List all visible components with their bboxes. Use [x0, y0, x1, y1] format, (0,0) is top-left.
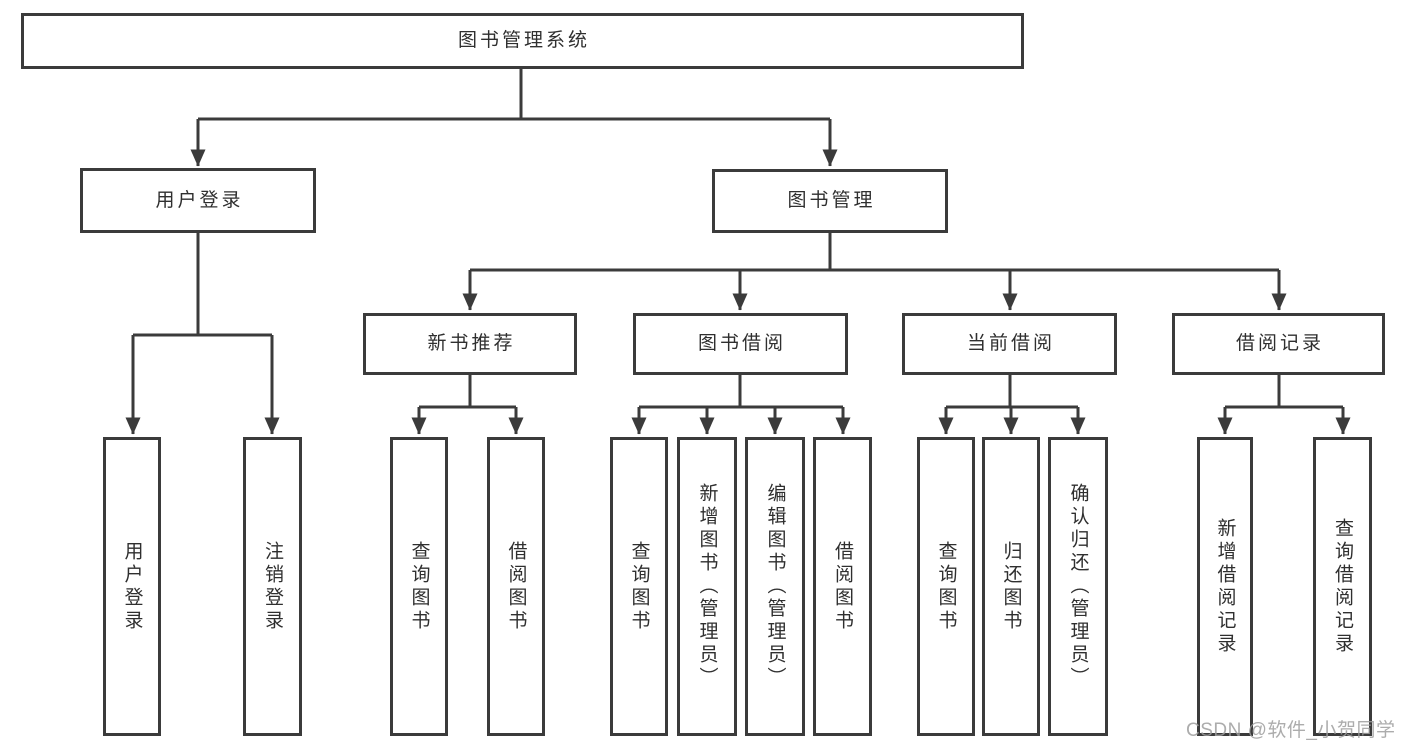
leaf-bb-query-books: 查询图书 — [610, 437, 668, 736]
node-label: 新书推荐 — [427, 333, 516, 355]
leaf-bb-borrow-books: 借阅图书 — [813, 437, 872, 736]
node-label: 图书管理 — [787, 190, 876, 212]
node-book-borrow: 图书借阅 — [633, 313, 848, 375]
connector-book-borrow-branch — [639, 375, 843, 409]
leaf-cb-query-books: 查询图书 — [917, 437, 975, 736]
node-label: 借阅图书 — [505, 540, 527, 633]
node-label: 新增图书（管理员） — [696, 483, 718, 690]
node-label: 归还图书 — [1000, 540, 1022, 633]
node-label: 用户登录 — [121, 540, 143, 633]
node-borrow-records: 借阅记录 — [1172, 313, 1385, 375]
leaf-user-login: 用户登录 — [103, 437, 161, 736]
leaf-br-add-record: 新增借阅记录 — [1197, 437, 1253, 736]
node-label: 注销登录 — [262, 540, 283, 633]
connector-current-borrow-branch — [946, 375, 1078, 409]
node-current-borrow: 当前借阅 — [902, 313, 1117, 375]
node-user-login: 用户登录 — [80, 168, 316, 233]
leaf-logout: 注销登录 — [243, 437, 302, 736]
leaf-bb-add-books-admin: 新增图书（管理员） — [677, 437, 737, 736]
connector-root-branch — [198, 69, 830, 121]
leaf-nb-borrow-books: 借阅图书 — [487, 437, 545, 736]
connector-user-login-branch — [133, 233, 272, 337]
leaf-nb-query-books: 查询图书 — [390, 437, 448, 736]
connector-new-book-branch — [419, 375, 516, 409]
node-label: 查询图书 — [628, 540, 650, 633]
node-label: 当前借阅 — [966, 333, 1055, 355]
node-book-management: 图书管理 — [712, 169, 948, 233]
leaf-cb-confirm-return-admin: 确认归还（管理员） — [1048, 437, 1108, 736]
node-new-book-recommend: 新书推荐 — [363, 313, 577, 375]
leaf-br-query-record: 查询借阅记录 — [1313, 437, 1372, 736]
connector-book-mgmt-branch — [470, 233, 1279, 272]
node-label: 图书借阅 — [697, 333, 786, 355]
node-label: 确认归还（管理员） — [1067, 483, 1089, 690]
node-label: 用户登录 — [155, 189, 244, 211]
connector-borrow-records-branch — [1225, 375, 1343, 409]
node-label: 新增借阅记录 — [1214, 517, 1236, 656]
leaf-cb-return-books: 归还图书 — [982, 437, 1040, 736]
node-label: 借阅图书 — [832, 540, 853, 633]
node-root-library-system: 图书管理系统 — [21, 13, 1024, 69]
node-label: 借阅记录 — [1235, 333, 1324, 355]
node-label: 编辑图书（管理员） — [764, 483, 786, 690]
node-label: 查询借阅记录 — [1332, 517, 1353, 656]
node-label: 查询图书 — [935, 540, 957, 633]
leaf-bb-edit-books-admin: 编辑图书（管理员） — [745, 437, 805, 736]
node-label: 查询图书 — [408, 540, 430, 633]
node-label: 图书管理系统 — [457, 30, 590, 52]
csdn-watermark: CSDN @软件_小贺同学 — [1186, 720, 1396, 741]
